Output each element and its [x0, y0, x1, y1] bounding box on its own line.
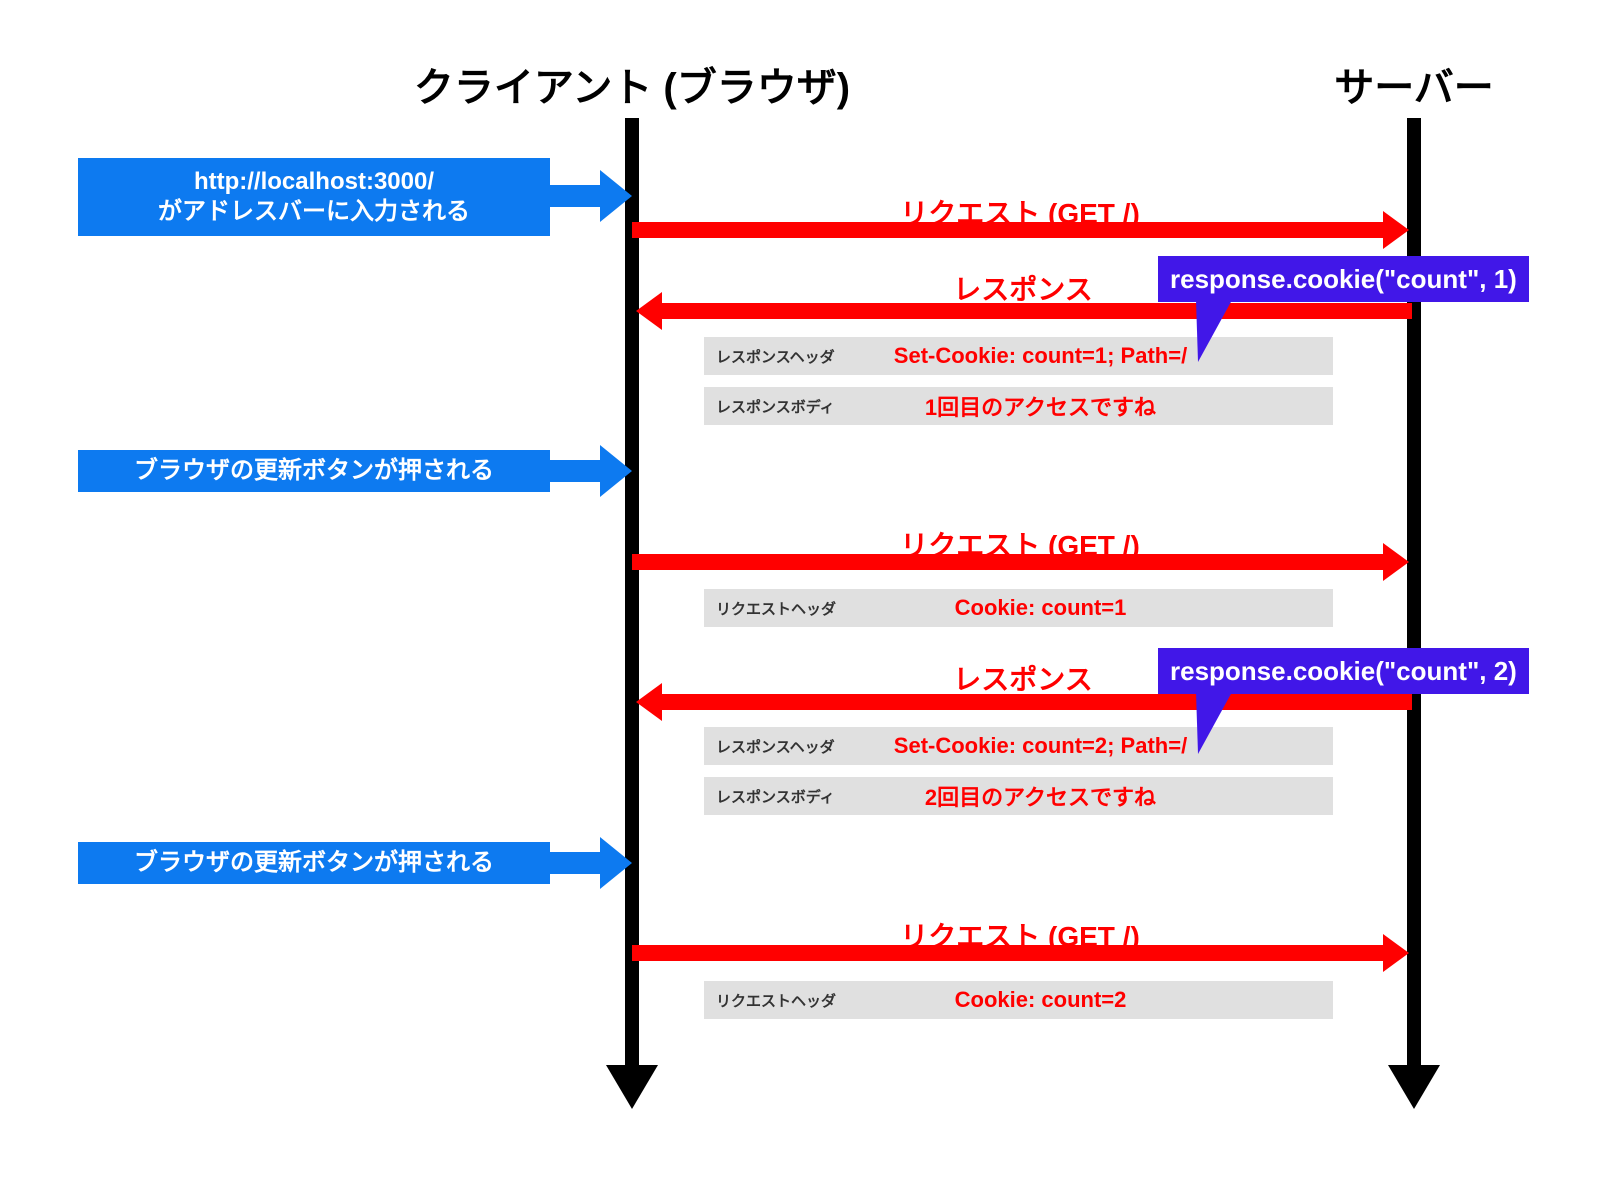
message-shaft-request-3 [632, 945, 1384, 961]
detail-row-label: リクエストヘッダ [716, 992, 837, 1010]
message-shaft-response-2 [662, 694, 1412, 710]
event-box-line1: ブラウザの更新ボタンが押される [134, 849, 494, 876]
detail-row-label: レスポンスボディ [716, 398, 835, 416]
message-shaft-request-1 [632, 222, 1384, 238]
message-arrowhead-left-icon [636, 292, 662, 330]
event-arrow-shaft [550, 185, 616, 207]
detail-row: リクエストヘッダ Cookie: count=2 [704, 981, 1333, 1019]
event-box-line2: がアドレスバーに入力される [158, 198, 470, 225]
message-arrowhead-left-icon [636, 683, 662, 721]
event-box-refresh-1: ブラウザの更新ボタンが押される [78, 450, 550, 492]
event-arrowhead-icon [600, 445, 632, 497]
message-arrowhead-right-icon [1383, 211, 1409, 249]
event-arrowhead-icon [600, 837, 632, 889]
detail-row-label: レスポンスヘッダ [716, 738, 835, 756]
message-shaft-response-1 [662, 303, 1412, 319]
lifeline-server-arrowhead-icon [1388, 1065, 1440, 1109]
event-box-line1: ブラウザの更新ボタンが押される [134, 457, 494, 484]
detail-row-label: レスポンスボディ [716, 788, 835, 806]
detail-row-value: Cookie: count=2 [954, 987, 1127, 1012]
detail-row-label: レスポンスヘッダ [716, 348, 835, 366]
detail-row-value: 2回目のアクセスですね [924, 785, 1157, 810]
message-shaft-request-2 [632, 554, 1384, 570]
event-box-url-entered: http://localhost:3000/ がアドレスバーに入力される [78, 158, 550, 236]
message-arrowhead-right-icon [1383, 934, 1409, 972]
lifeline-server [1407, 118, 1421, 1068]
message-label-response-2: レスポンス [953, 664, 1093, 695]
actor-client-title: クライアント (ブラウザ) [413, 66, 851, 110]
event-arrowhead-icon [600, 170, 632, 222]
message-arrowhead-right-icon [1383, 543, 1409, 581]
detail-row-value: Set-Cookie: count=2; Path=/ [893, 733, 1188, 758]
callout-set-cookie-1: response.cookie("count", 1) [1158, 256, 1529, 302]
callout-set-cookie-2: response.cookie("count", 2) [1158, 648, 1529, 694]
actor-server-title: サーバー [1334, 66, 1494, 110]
event-box-refresh-2: ブラウザの更新ボタンが押される [78, 842, 550, 884]
detail-row: リクエストヘッダ Cookie: count=1 [704, 589, 1333, 627]
lifeline-client [625, 118, 639, 1068]
detail-row: レスポンスボディ 1回目のアクセスですね [704, 387, 1333, 425]
detail-row-label: リクエストヘッダ [716, 600, 837, 618]
detail-row: レスポンスボディ 2回目のアクセスですね [704, 777, 1333, 815]
detail-row-value: Cookie: count=1 [954, 595, 1127, 620]
event-arrow-shaft [550, 460, 616, 482]
event-box-line1: http://localhost:3000/ [193, 168, 435, 195]
detail-row: レスポンスヘッダ Set-Cookie: count=2; Path=/ [704, 727, 1333, 765]
event-arrow-shaft [550, 852, 616, 874]
message-label-response-1: レスポンス [953, 274, 1093, 305]
detail-row-value: 1回目のアクセスですね [924, 395, 1157, 420]
lifeline-client-arrowhead-icon [606, 1065, 658, 1109]
detail-row: レスポンスヘッダ Set-Cookie: count=1; Path=/ [704, 337, 1333, 375]
detail-row-value: Set-Cookie: count=1; Path=/ [893, 343, 1188, 368]
